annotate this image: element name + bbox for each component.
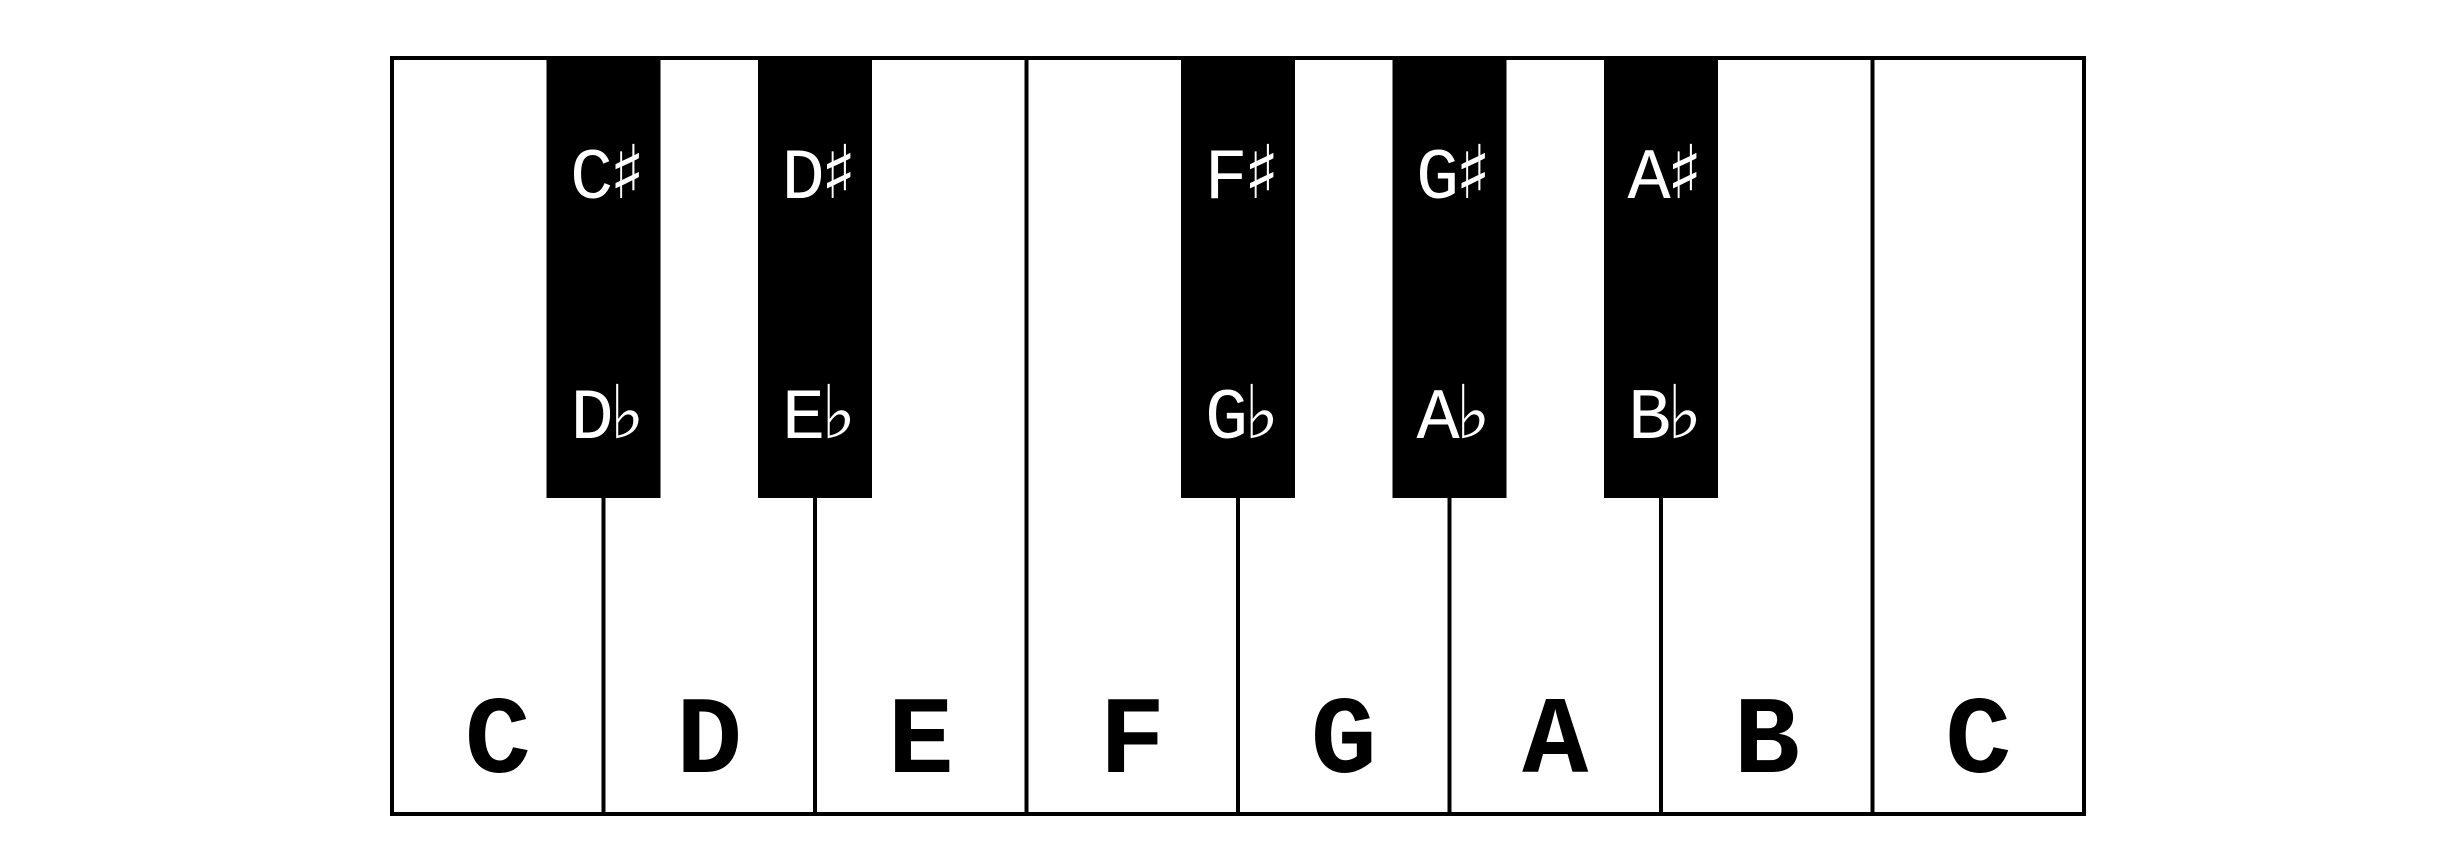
flat-letter: A bbox=[1416, 378, 1460, 460]
flat-letter: B bbox=[1628, 378, 1671, 460]
sharp-symbol: ♯ bbox=[1455, 130, 1491, 216]
black-key-labels: C♯D♭D♯E♭F♯G♭G♯A♭A♯B♭ bbox=[570, 130, 1703, 460]
sharp-label: D♯ bbox=[781, 130, 856, 220]
black-key-f-sharp bbox=[1181, 58, 1295, 498]
white-key-label: A bbox=[1522, 681, 1589, 806]
flat-symbol: ♭ bbox=[1667, 370, 1702, 456]
sharp-letter: G bbox=[1416, 138, 1459, 220]
flat-label: G♭ bbox=[1205, 370, 1279, 460]
sharp-label: C♯ bbox=[570, 130, 645, 220]
white-key-c-7 bbox=[1870, 56, 2086, 816]
sharp-letter: F bbox=[1204, 138, 1247, 220]
sharp-letter: D bbox=[781, 138, 824, 220]
black-key-c-sharp bbox=[546, 58, 661, 498]
sharp-symbol: ♯ bbox=[821, 130, 857, 216]
white-key-label: B bbox=[1734, 681, 1800, 806]
sharp-letter: C bbox=[570, 138, 613, 220]
flat-label: A♭ bbox=[1416, 370, 1490, 460]
flat-label: E♭ bbox=[782, 370, 856, 460]
black-key-d-sharp bbox=[758, 58, 872, 498]
sharp-symbol: ♯ bbox=[609, 130, 645, 216]
sharp-symbol: ♯ bbox=[1667, 130, 1703, 216]
flat-label: B♭ bbox=[1628, 370, 1702, 460]
flat-letter: D bbox=[570, 378, 613, 460]
flat-symbol: ♭ bbox=[1456, 370, 1491, 456]
sharp-symbol: ♯ bbox=[1244, 130, 1280, 216]
flat-letter: G bbox=[1205, 378, 1248, 460]
sharp-letter: A bbox=[1627, 138, 1671, 220]
flat-symbol: ♭ bbox=[821, 370, 856, 456]
sharp-label: G♯ bbox=[1416, 130, 1491, 220]
black-keys bbox=[546, 58, 1718, 498]
white-key-label: E bbox=[888, 681, 954, 806]
white-key-label: G bbox=[1311, 681, 1377, 806]
sharp-label: F♯ bbox=[1204, 130, 1279, 220]
black-key-a-sharp bbox=[1604, 58, 1718, 498]
flat-symbol: ♭ bbox=[610, 370, 645, 456]
white-key-label: C bbox=[465, 681, 531, 806]
white-key-label: F bbox=[1099, 681, 1165, 806]
flat-label: D♭ bbox=[570, 370, 644, 460]
white-key-label: D bbox=[676, 681, 742, 806]
black-key-g-sharp bbox=[1392, 58, 1507, 498]
flat-letter: E bbox=[782, 378, 825, 460]
sharp-label: A♯ bbox=[1627, 130, 1702, 220]
flat-symbol: ♭ bbox=[1244, 370, 1279, 456]
white-key-label: C bbox=[1945, 681, 2011, 806]
